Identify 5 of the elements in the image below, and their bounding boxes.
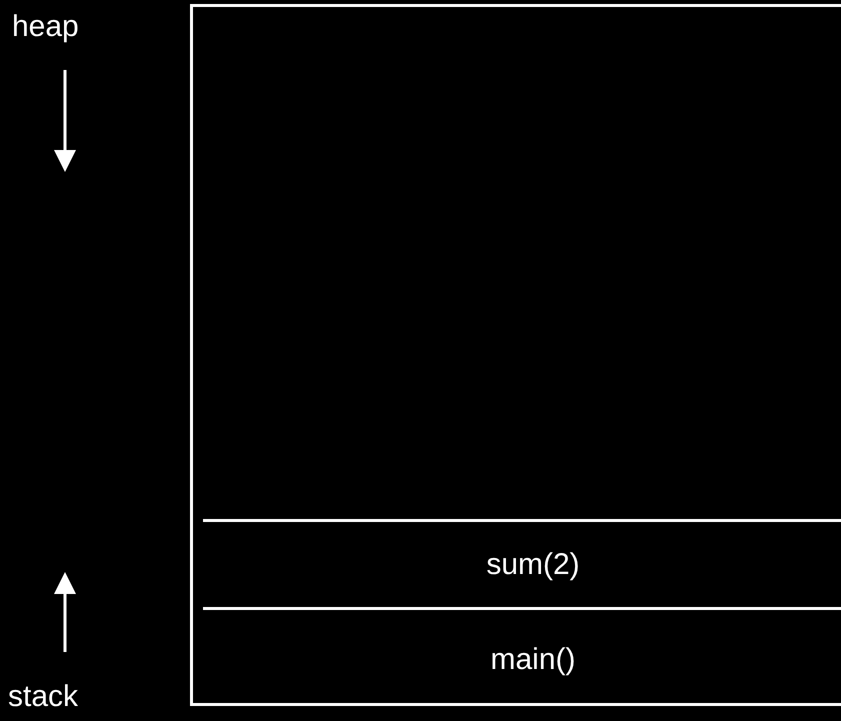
memory-box <box>190 4 841 706</box>
region-label: stack <box>8 682 78 712</box>
region-label: heap <box>12 12 79 42</box>
stack-frame: main() <box>203 607 841 709</box>
stack-frame: sum(2) <box>203 519 841 607</box>
